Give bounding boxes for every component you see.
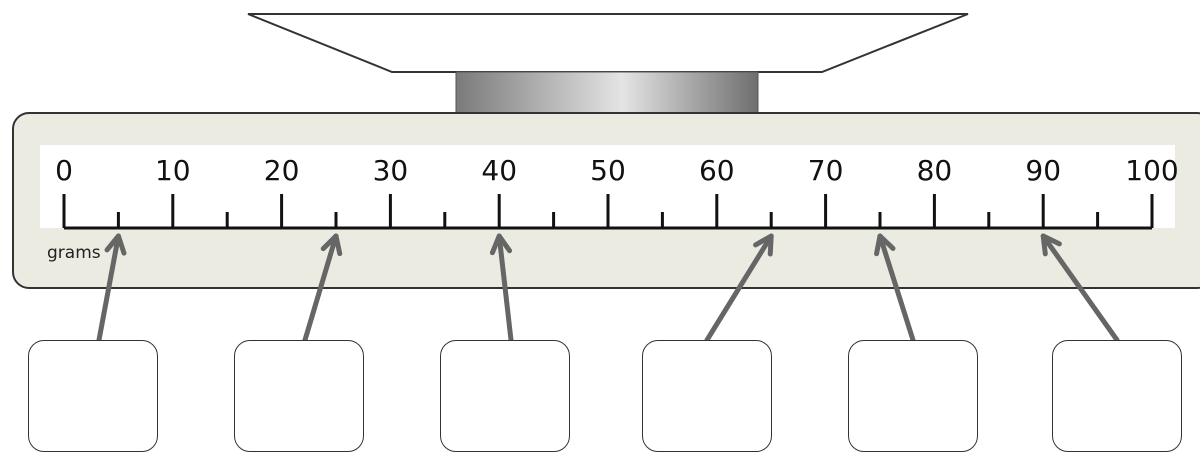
pointer-arrows bbox=[96, 233, 1120, 343]
tick-label: 40 bbox=[481, 154, 517, 187]
tick-label: 30 bbox=[373, 154, 409, 187]
tick-label: 20 bbox=[264, 154, 300, 187]
scale-pan bbox=[247, 13, 969, 73]
pointer-arrow bbox=[704, 233, 774, 343]
tick-label: 90 bbox=[1025, 154, 1061, 187]
answer-box[interactable] bbox=[28, 340, 158, 452]
tick-label: 80 bbox=[917, 154, 953, 187]
pointer-arrow bbox=[489, 233, 514, 343]
answer-box[interactable] bbox=[642, 340, 772, 452]
pointer-arrow bbox=[302, 233, 343, 343]
weighing-scale-diagram: 0 10 20 30 40 50 60 70 80 90 100 grams bbox=[12, 13, 1200, 452]
unit-label: grams bbox=[47, 243, 101, 263]
pointer-arrow bbox=[96, 233, 127, 343]
tick-label: 60 bbox=[699, 154, 735, 187]
tick-label: 10 bbox=[155, 154, 191, 187]
scale-tick-labels: 0 10 20 30 40 50 60 70 80 90 100 bbox=[55, 154, 1179, 187]
scale-stem bbox=[455, 71, 759, 115]
answer-box[interactable] bbox=[848, 340, 978, 452]
pointer-arrow bbox=[1040, 233, 1120, 343]
tick-label: 50 bbox=[590, 154, 626, 187]
answer-box[interactable] bbox=[234, 340, 364, 452]
answer-box[interactable] bbox=[1052, 340, 1182, 452]
scale-ticks bbox=[62, 194, 1154, 230]
pointer-arrow bbox=[874, 233, 916, 343]
tick-label: 70 bbox=[808, 154, 844, 187]
tick-label: 0 bbox=[55, 154, 73, 187]
answer-box[interactable] bbox=[440, 340, 570, 452]
tick-label: 100 bbox=[1125, 154, 1178, 187]
scale-svg: 0 10 20 30 40 50 60 70 80 90 100 grams bbox=[12, 13, 1200, 343]
